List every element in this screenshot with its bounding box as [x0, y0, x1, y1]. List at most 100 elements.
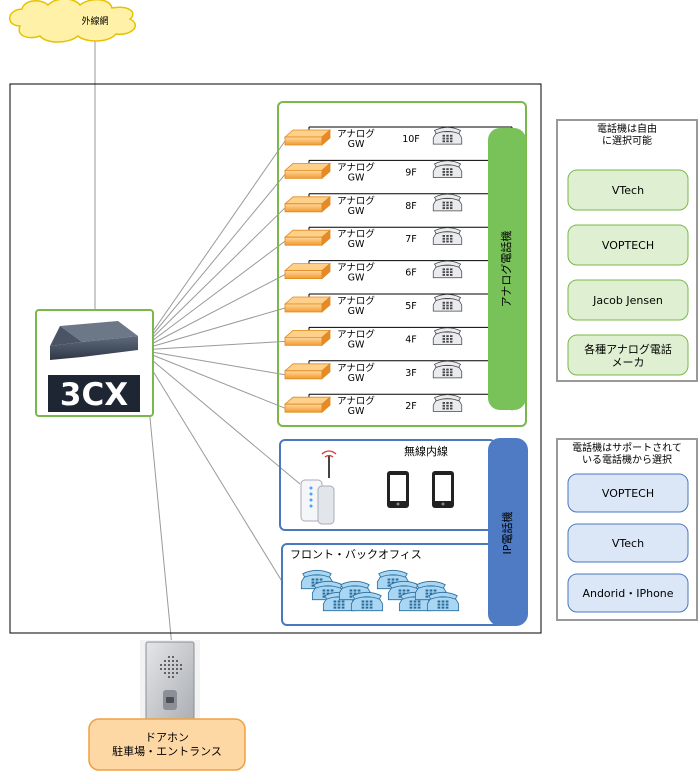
pbx-logo-text: 3CX — [60, 377, 128, 413]
speaker-hole — [168, 676, 170, 678]
speaker-hole — [172, 664, 174, 666]
legend-analog-title-line1: 電話機は自由 — [597, 122, 657, 135]
speaker-hole — [172, 676, 174, 678]
door-label-line1: ドアホン — [145, 731, 189, 744]
cloud-external-network: 外線網 — [9, 0, 136, 43]
speaker-hole — [168, 668, 170, 670]
smartphone-icon — [387, 471, 409, 508]
gateway-label-line1: アナログ — [337, 328, 375, 340]
office-label: フロント・バックオフィス — [290, 548, 422, 561]
gateway-link — [139, 240, 286, 351]
analog-gateway-device — [283, 296, 332, 313]
legend-item-label-line2: メーカ — [612, 356, 645, 369]
gateway-label-line2: GW — [348, 172, 365, 183]
speaker-hole — [176, 660, 178, 662]
speaker-hole — [160, 668, 162, 670]
speaker-hole — [180, 664, 182, 666]
ip-phone-icon — [426, 591, 460, 612]
floor-label: 8F — [405, 201, 417, 212]
analog-phone-icon — [432, 394, 463, 412]
wifi-access-point — [300, 450, 337, 525]
legend-item: VOPTECH — [567, 473, 689, 513]
wireless-link — [139, 349, 301, 485]
analog-gateway-device — [283, 129, 332, 146]
ip-phone-icon — [350, 591, 384, 612]
speaker-hole — [168, 656, 170, 658]
floor-label: 6F — [405, 268, 417, 279]
gateway-label-line2: GW — [348, 373, 365, 384]
gateway-label-line1: アナログ — [337, 395, 375, 407]
speaker-hole — [160, 664, 162, 666]
gateway-link — [139, 140, 286, 351]
gateway-link — [139, 207, 286, 351]
gateway-label-line2: GW — [348, 339, 365, 350]
gateway-label-line2: GW — [348, 239, 365, 250]
floor-label: 5F — [405, 301, 417, 312]
door-label-line2: 駐車場・エントランス — [112, 744, 222, 758]
gateway-label-line1: アナログ — [337, 195, 375, 207]
legend-item: VTech — [567, 169, 689, 211]
legend-item-label: Andorid・IPhone — [582, 587, 673, 600]
legend-item: Jacob Jensen — [567, 279, 689, 321]
wireless-label: 無線内線 — [404, 444, 448, 458]
floor-label: 2F — [405, 401, 417, 412]
legend-item: Andorid・IPhone — [567, 573, 689, 613]
analog-gateway-device — [283, 362, 332, 380]
speaker-hole — [180, 668, 182, 670]
ip-phone-icon — [338, 580, 372, 601]
legend-item-label: VTech — [612, 184, 644, 197]
ip-phone-icon — [387, 580, 421, 601]
analog-phone-icon — [432, 294, 463, 312]
gateway-label-line1: アナログ — [337, 161, 375, 173]
legend-item-label: VTech — [612, 537, 644, 550]
gateway-link — [139, 349, 286, 376]
smartphone-icon — [432, 471, 454, 508]
speaker-hole — [164, 672, 166, 674]
analog-phone-icon — [432, 227, 463, 245]
gateway-link — [139, 340, 286, 351]
gateway-link — [139, 349, 286, 409]
speaker-hole — [176, 672, 178, 674]
ip-phone-icon — [311, 580, 345, 601]
analog-phone-icon — [432, 327, 463, 345]
door-intercom — [140, 640, 200, 726]
legend-ip-title-line1: 電話機はサポートされて — [572, 441, 682, 454]
door-label-box — [88, 718, 246, 771]
analog-phone-icon — [432, 127, 463, 145]
gateway-label-line2: GW — [348, 306, 365, 317]
analog-bar-label: アナログ電話機 — [499, 231, 513, 308]
speaker-hole — [168, 660, 170, 662]
cloud-label: 外線網 — [81, 15, 108, 27]
gateway-label-line2: GW — [348, 206, 365, 217]
floor-label: 4F — [405, 334, 417, 345]
system-frame — [9, 83, 542, 634]
speaker-hole — [168, 672, 170, 674]
legend-item-label: 各種アナログ電話 — [584, 342, 672, 356]
legend-item: VTech — [567, 523, 689, 563]
gateway-label-line1: アナログ — [337, 128, 375, 140]
speaker-hole — [164, 660, 166, 662]
analog-phone-icon — [432, 360, 463, 379]
analog-phone-icon — [432, 260, 463, 279]
gateway-link — [139, 174, 286, 351]
speaker-hole — [176, 668, 178, 670]
legend-analog-title-line2: に選択可能 — [602, 134, 652, 147]
gateway-label-line1: アナログ — [337, 295, 375, 307]
analog-gateway-device — [283, 329, 332, 347]
legend-item-label: VOPTECH — [602, 239, 654, 252]
floor-label: 7F — [405, 234, 417, 245]
analog-gateway-device — [283, 396, 332, 414]
legend-item: VOPTECH — [567, 224, 689, 266]
gateway-link — [139, 274, 286, 351]
gateway-label-line1: アナログ — [337, 262, 375, 274]
analog-gateway-device — [283, 162, 332, 180]
